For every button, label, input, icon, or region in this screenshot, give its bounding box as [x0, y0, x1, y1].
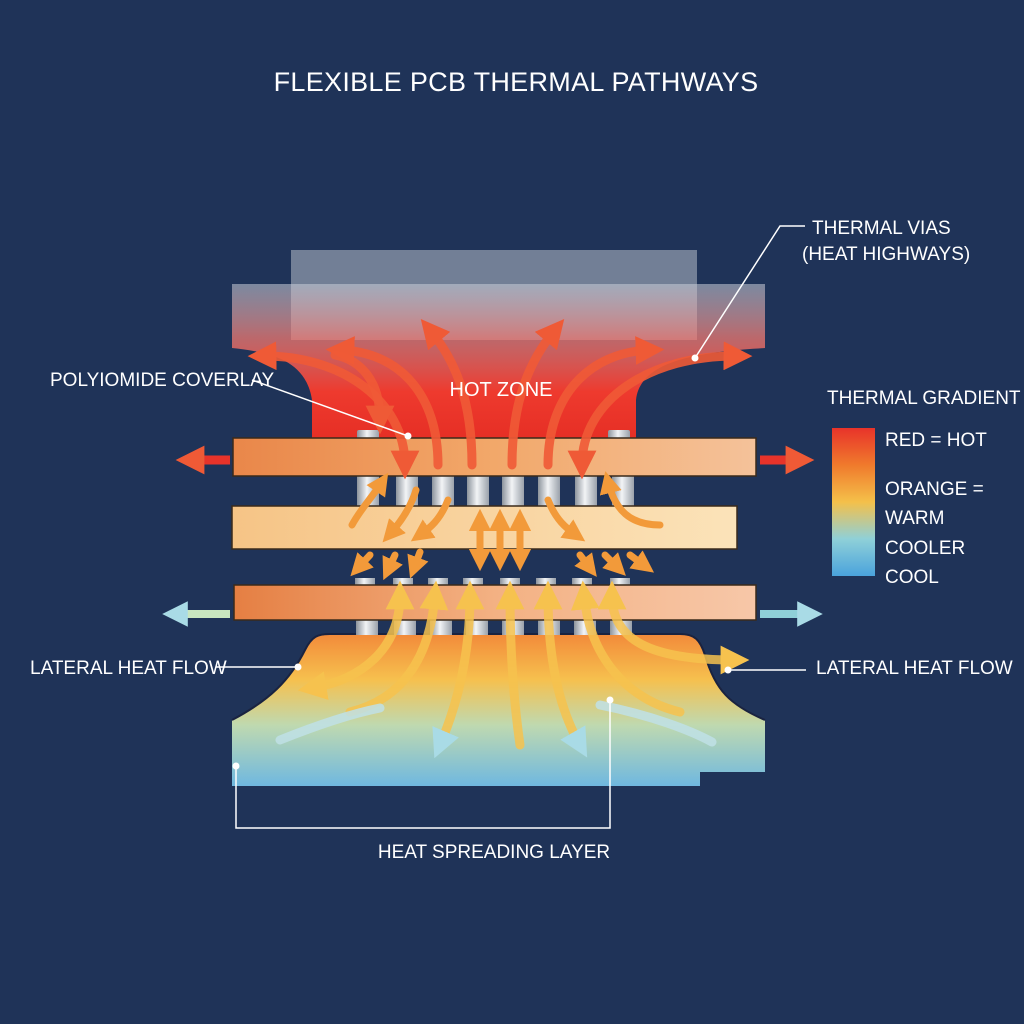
heat-arrow: [348, 472, 389, 529]
hot-zone-arrows: [247, 318, 753, 480]
heat-arrow: [495, 580, 525, 750]
legend-entry-warm: WARM: [885, 508, 944, 529]
leader-dot: [232, 762, 240, 770]
pcb-layer-bottom: [233, 584, 757, 621]
heat-arrow: [599, 471, 664, 529]
heat-arrow: [626, 550, 655, 573]
via: [538, 474, 560, 508]
lateral-heat-flow-left-label: LATERAL HEAT FLOW: [30, 658, 227, 679]
heat-arrow: [275, 703, 385, 745]
pcb-layer-top: [232, 437, 757, 477]
heat-arrow: [350, 551, 374, 577]
via: [575, 474, 597, 508]
middle-heat-arrows: [348, 471, 664, 581]
bottom-heat-arrows: [275, 580, 750, 759]
heat-arrow: [330, 350, 395, 435]
polyimide-coverlay-leader-line: [251, 379, 409, 437]
heat-arrow: [247, 341, 420, 480]
heat-arrow: [382, 551, 403, 581]
leader-dot: [294, 663, 302, 671]
via: [502, 474, 524, 508]
heat-spreading-layer-bracket: [235, 700, 611, 829]
thermal-vias-label-line2: (HEAT HIGHWAYS): [802, 244, 970, 265]
legend-entry-cooler: COOLER: [885, 538, 965, 559]
heat-arrow: [410, 496, 452, 542]
leader-dot: [606, 696, 614, 704]
heat-arrow: [544, 496, 586, 542]
heat-arrow: [297, 580, 415, 700]
via: [467, 474, 489, 508]
thermal-vias-leader-line: [694, 225, 805, 359]
lateral-heat-flow-right-label: LATERAL HEAT FLOW: [816, 658, 1013, 679]
leader-dot: [724, 666, 732, 674]
heat-arrow: [595, 700, 717, 747]
heat-arrow: [533, 580, 588, 758]
legend-entry-cool: COOL: [885, 567, 939, 588]
thermal-vias-label-line1: THERMAL VIAS: [812, 218, 951, 239]
legend-color-bar: [832, 428, 875, 576]
heat-arrow: [325, 336, 443, 470]
lateral-arrows: [162, 445, 823, 627]
heat-arrow: [601, 551, 626, 576]
polyimide-coverlay-label: POLYIOMIDE COVERLAY: [50, 370, 275, 391]
heat-spreading-layer-label: HEAT SPREADING LAYER: [378, 842, 610, 863]
heat-source-block: [232, 250, 765, 438]
heat-arrow: [420, 318, 477, 470]
hot-zone-label: HOT ZONE: [450, 379, 553, 401]
heat-arrow: [597, 580, 750, 675]
thermal-gradient-legend: THERMAL GRADIENT RED = HOT ORANGE = WARM…: [827, 388, 1021, 588]
heat-arrow: [432, 580, 485, 759]
heat-arrow: [507, 318, 565, 470]
legend-entry-orange: ORANGE =: [885, 479, 984, 500]
legend-title: THERMAL GRADIENT: [827, 388, 1021, 409]
leader-dot: [691, 354, 699, 362]
heat-arrow: [567, 341, 753, 480]
legend-entry-hot: RED = HOT: [885, 430, 987, 451]
diagram-title: FLEXIBLE PCB THERMAL PATHWAYS: [274, 67, 759, 97]
heat-arrow: [407, 548, 429, 579]
heat-arrow: [382, 486, 420, 543]
leader-dot: [404, 432, 412, 440]
heat-arrow: [574, 551, 597, 577]
